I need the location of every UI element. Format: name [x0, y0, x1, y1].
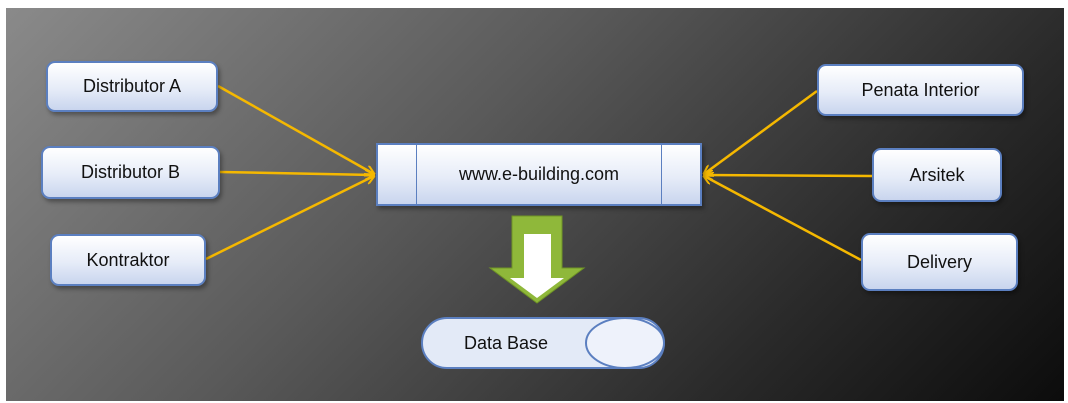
node-delivery: Delivery [861, 233, 1018, 291]
node-arsitek: Arsitek [872, 148, 1002, 202]
database-label: Data Base [463, 332, 549, 353]
center-node-left-bar [416, 145, 417, 204]
center-node-right-bar [661, 145, 662, 204]
node-distributor-a: Distributor A [46, 61, 218, 112]
node-penata-interior: Penata Interior [817, 64, 1024, 116]
node-distributor-b: Distributor B [41, 146, 220, 199]
node-kontraktor: Kontraktor [50, 234, 206, 286]
center-node-website: www.e-building.com [376, 143, 702, 206]
center-node-label: www.e-building.com [458, 164, 620, 184]
